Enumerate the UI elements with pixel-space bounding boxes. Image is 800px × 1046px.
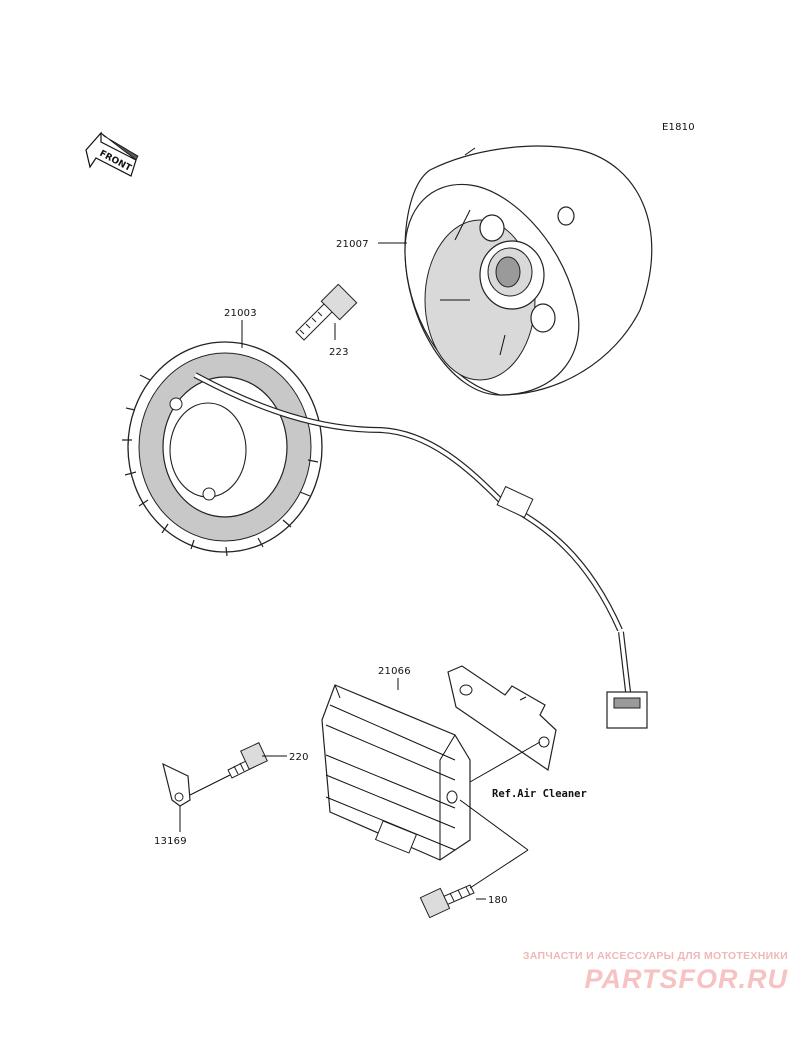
bracket-bolt-part-number: 220 (289, 752, 309, 763)
regulator-bolt-part (419, 884, 475, 919)
flywheel-part (404, 145, 653, 396)
bracket-part-number: 13169 (154, 836, 187, 847)
stator-bolt-part (295, 283, 358, 341)
regulator-bolt-path-b (459, 799, 529, 851)
front-arrow-icon: FRONT (85, 131, 139, 177)
diagram-code: E1810 (662, 122, 695, 133)
stator-part (122, 341, 648, 729)
regulator-part (321, 684, 471, 861)
regulator-bolt-path-a (469, 849, 529, 889)
air-cleaner-reference: Ref.Air Cleaner (492, 788, 587, 800)
watermark-tagline: ЗАПЧАСТИ И АКСЕССУАРЫ ДЛЯ МОТОТЕХНИКИ (522, 950, 788, 962)
air-cleaner-bracket (447, 665, 557, 772)
flywheel-part-number: 21007 (336, 239, 369, 250)
air-cleaner-leader (469, 741, 541, 783)
regulator-part-number: 21066 (378, 666, 411, 677)
stator-bolt-part-number: 223 (329, 347, 349, 358)
bracket-bolt-to-bracket-leader (189, 774, 231, 796)
bracket-bolt-part (227, 742, 268, 779)
bracket-part (162, 762, 191, 807)
watermark: ЗАПЧАСТИ И АКСЕССУАРЫ ДЛЯ МОТОТЕХНИКИ PA… (488, 950, 788, 995)
regulator-bolt-part-number: 180 (488, 895, 508, 906)
stator-part-number: 21003 (224, 308, 257, 319)
watermark-logo: PARTSFOR.RU (584, 964, 788, 994)
